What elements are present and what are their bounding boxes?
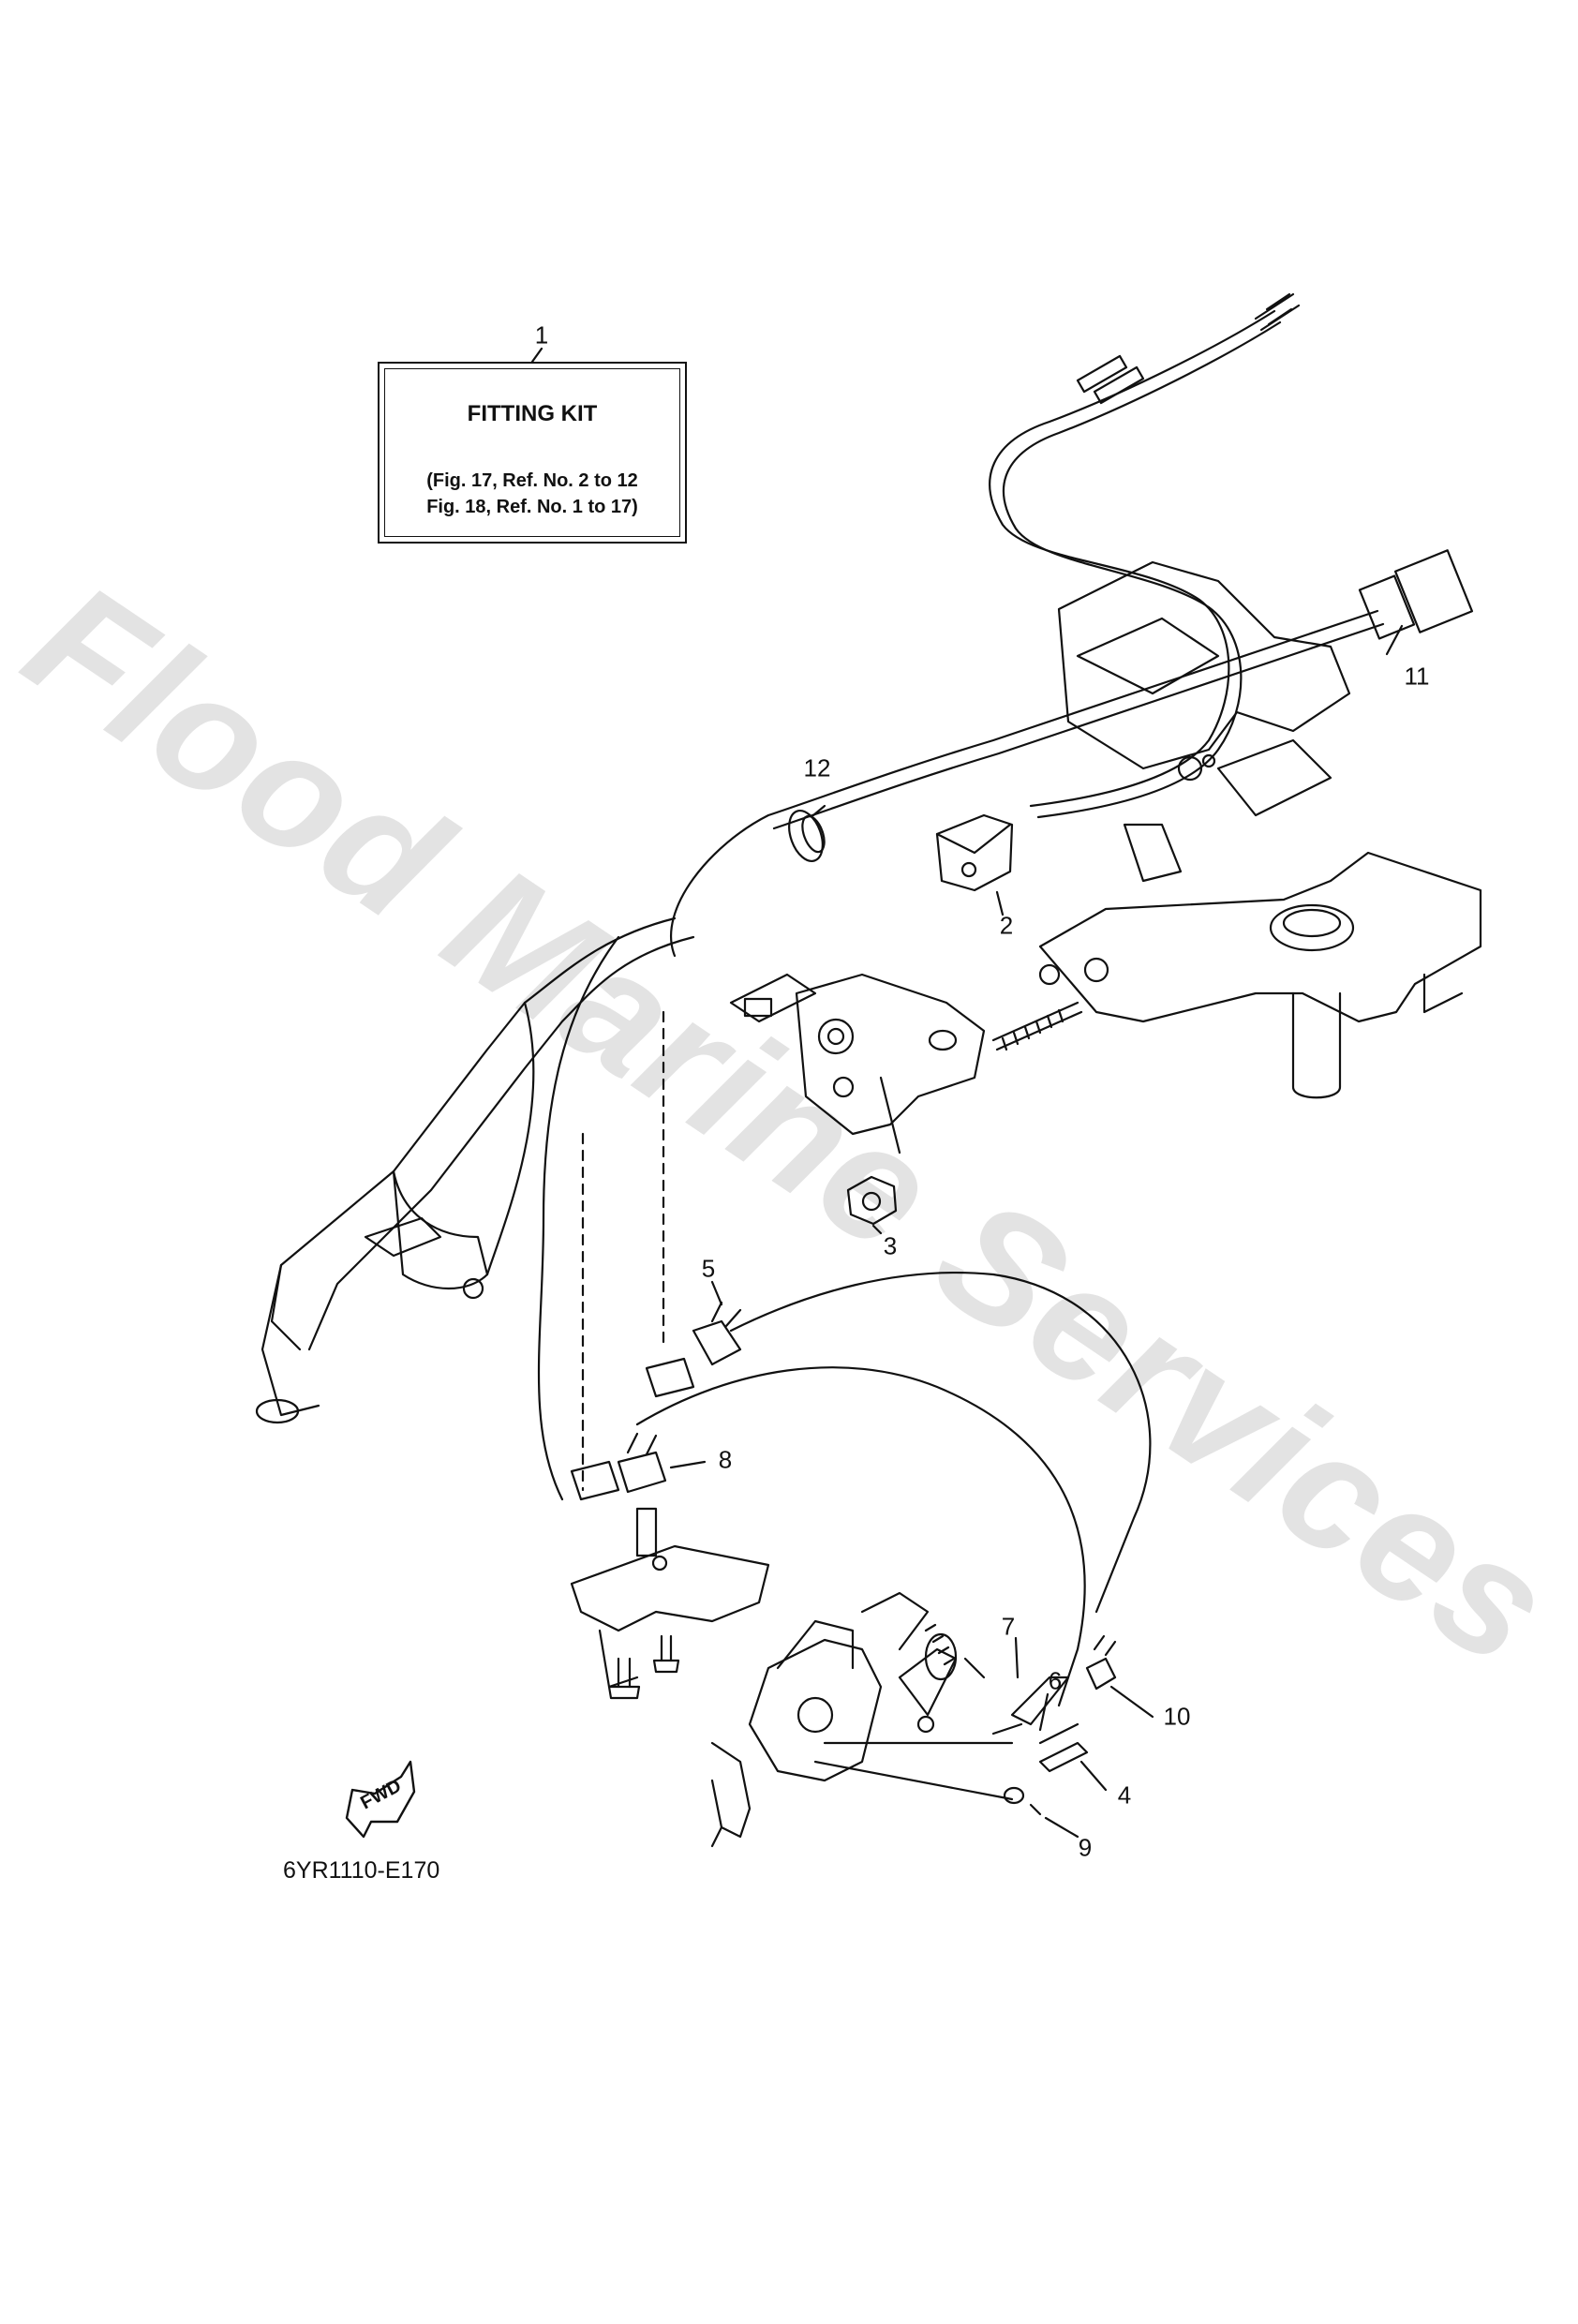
forward-arrow-icon: [345, 1760, 416, 1839]
callout-1: 1: [534, 320, 549, 350]
wiring-harness: [669, 549, 1474, 958]
cable-ends: [991, 1634, 1117, 1816]
shift-control-assembly: [710, 1591, 1014, 1848]
callout-3: 3: [883, 1231, 898, 1260]
fitting-kit-box: FITTING KIT (Fig. 17, Ref. No. 2 to 12 F…: [378, 362, 687, 544]
cable-band: [788, 810, 826, 862]
callout-12: 12: [803, 753, 831, 782]
callout-5: 5: [701, 1254, 716, 1283]
callout-10: 10: [1163, 1702, 1191, 1731]
fitting-kit-line-2: Fig. 18, Ref. No. 1 to 17): [426, 497, 638, 517]
fitting-kit-line-1: (Fig. 17, Ref. No. 2 to 12: [426, 470, 638, 491]
drawing-code: 6YR1110-E170: [283, 1857, 440, 1884]
callout-7: 7: [1001, 1612, 1016, 1641]
steering-bolt: [991, 1001, 1083, 1051]
leader-1: [530, 347, 543, 364]
engine-bracket: [1057, 560, 1351, 883]
callout-11: 11: [1404, 662, 1430, 691]
remote-control-cables: [989, 292, 1301, 819]
fitting-kit-title: FITTING KIT: [467, 401, 598, 426]
callout-8: 8: [718, 1445, 733, 1474]
tiller-handle: [255, 916, 695, 1424]
cable-clamp-8: [570, 1432, 667, 1501]
throttle-lever: [898, 1623, 986, 1734]
steering-bracket: [729, 973, 986, 1155]
cable-clamp-5: [692, 1301, 742, 1366]
callout-2: 2: [999, 911, 1014, 940]
cable-loop: [537, 935, 1152, 1707]
connector-clip: [935, 813, 1014, 892]
locknut: [846, 1175, 898, 1226]
leader-lines: [669, 624, 1404, 1839]
callout-4: 4: [1117, 1780, 1132, 1810]
callout-9: 9: [1078, 1833, 1093, 1862]
steering-arm-bracket: [1038, 851, 1482, 1099]
dashed-guides: [581, 1010, 665, 1492]
callout-6: 6: [1048, 1666, 1063, 1695]
screws: [607, 1634, 680, 1700]
